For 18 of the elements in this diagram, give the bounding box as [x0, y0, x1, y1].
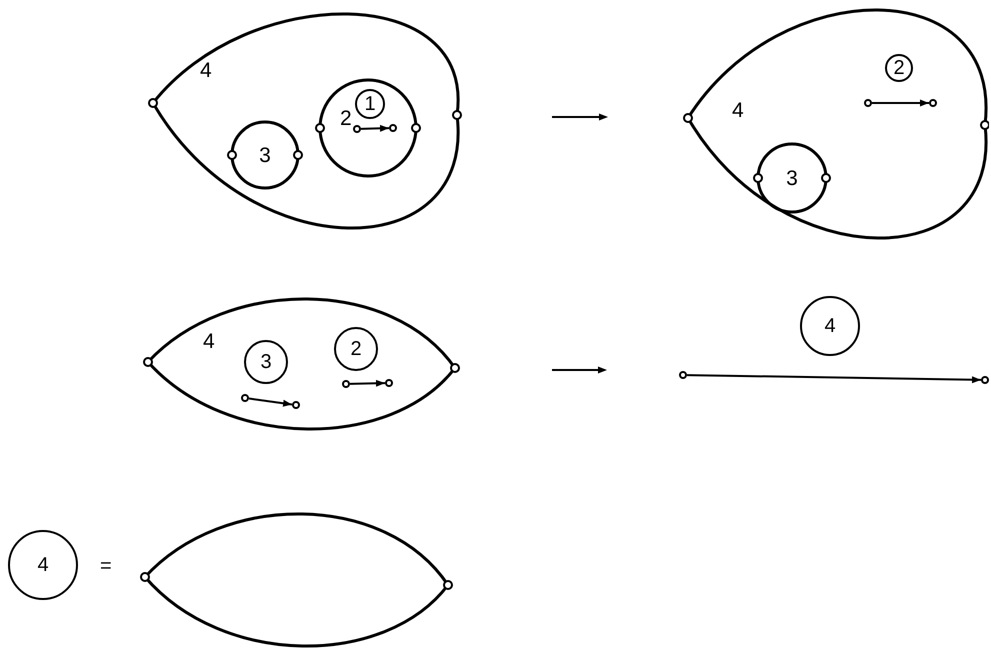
region-number: 4 — [732, 100, 744, 121]
arrow — [872, 100, 929, 106]
circled-number: 4 — [800, 296, 860, 356]
equals-sign: = — [100, 556, 112, 576]
region-number: 3 — [786, 168, 798, 188]
arrow — [248, 398, 292, 407]
circled-number: 2 — [885, 54, 913, 82]
circled-number: 1 — [355, 89, 385, 119]
circled-number: 3 — [244, 340, 288, 384]
circled-number: 2 — [334, 327, 378, 371]
circled-number: 4 — [8, 530, 78, 600]
region-number: 3 — [259, 144, 271, 166]
arrow — [350, 380, 386, 387]
arrow — [686, 374, 982, 384]
region-number: 4 — [200, 60, 212, 81]
region-number: 2 — [340, 108, 352, 129]
region-number: 4 — [203, 331, 215, 352]
arrow — [360, 124, 390, 132]
